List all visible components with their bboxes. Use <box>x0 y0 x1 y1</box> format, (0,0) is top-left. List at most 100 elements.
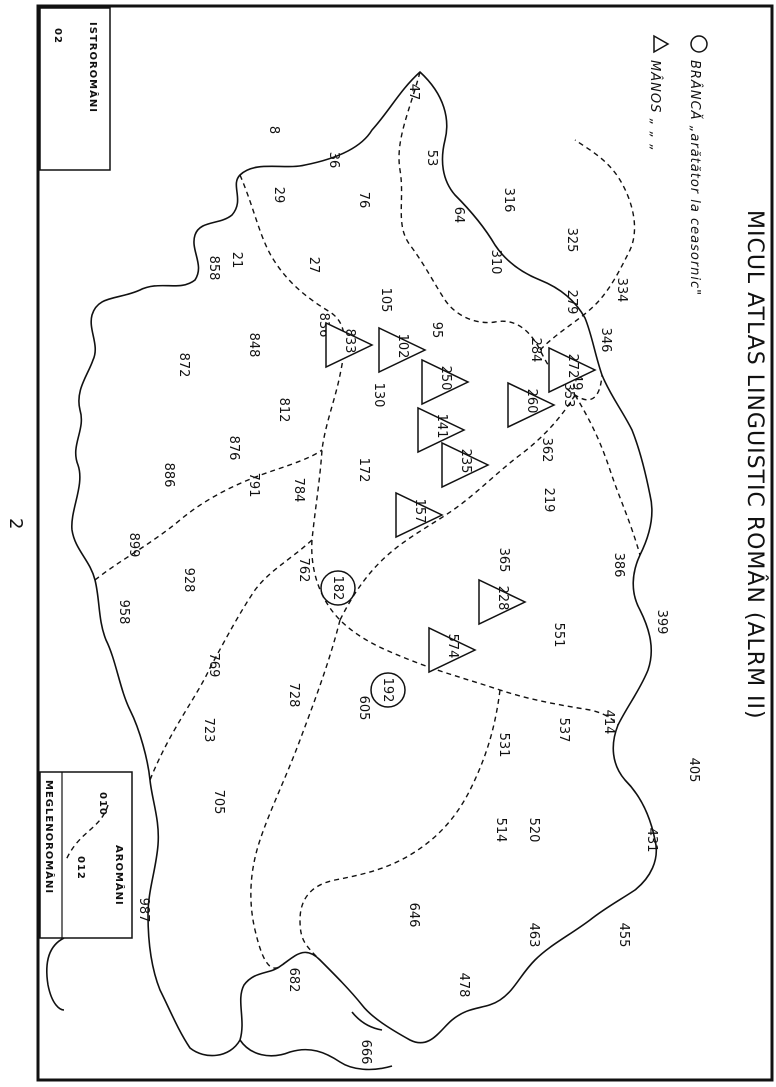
point-label-325: 325 <box>564 228 579 253</box>
point-label-399: 399 <box>654 610 669 635</box>
inset-coast <box>46 937 65 1011</box>
point-label-310: 310 <box>488 250 503 275</box>
point-label-705: 705 <box>211 790 226 815</box>
point-label-53: 53 <box>424 150 439 167</box>
point-label-551: 551 <box>551 623 566 648</box>
point-label-334: 334 <box>614 278 629 303</box>
point-label-605: 605 <box>356 696 371 721</box>
triangle-label-141: 141 <box>434 414 449 439</box>
circle-label-192: 192 <box>380 678 395 703</box>
point-label-431: 431 <box>644 828 659 853</box>
point-label-682: 682 <box>286 968 301 993</box>
point-label-646: 646 <box>406 903 421 928</box>
triangle-marker-260 <box>507 381 556 429</box>
legend-triangle-icon <box>653 34 670 54</box>
point-label-762: 762 <box>296 558 311 583</box>
circle-markers: 182 192 <box>320 570 406 708</box>
point-label-478: 478 <box>456 973 471 998</box>
triangle-marker-141 <box>417 406 466 454</box>
point-label-531: 531 <box>496 733 511 758</box>
point-label-362: 362 <box>539 438 554 463</box>
region-border-7 <box>539 139 636 351</box>
triangle-label-228: 228 <box>495 586 510 611</box>
point-label-36: 36 <box>326 152 341 169</box>
triangle-label-235: 235 <box>458 449 473 474</box>
point-label-219: 219 <box>541 488 556 513</box>
point-label-8: 8 <box>266 126 281 134</box>
point-label-666: 666 <box>358 1040 373 1065</box>
triangle-label-833: 833 <box>342 329 357 354</box>
point-label-987: 987 <box>136 898 151 923</box>
point-label-95: 95 <box>429 322 444 339</box>
point-label-514: 514 <box>493 818 508 843</box>
region-border-5 <box>250 619 341 969</box>
point-label-858: 858 <box>206 256 221 281</box>
point-label-47: 47 <box>406 84 421 101</box>
inset-arom-point-1: 010 <box>97 792 108 816</box>
map-title: MICUL ATLAS LINGUISTIC ROMÂN (ALRM II) <box>742 210 768 720</box>
point-label-876: 876 <box>226 436 241 461</box>
points-layer: 4753316325334346349353362365386399405431… <box>116 84 701 1065</box>
point-label-21: 21 <box>229 252 244 269</box>
triangle-marker-272 <box>548 346 597 394</box>
point-label-537: 537 <box>556 718 571 743</box>
point-label-105: 105 <box>378 288 393 313</box>
region-border-4 <box>149 539 313 781</box>
point-label-365: 365 <box>496 548 511 573</box>
point-label-958: 958 <box>116 600 131 625</box>
point-label-130: 130 <box>371 383 386 408</box>
legend-circle-icon <box>690 35 708 53</box>
point-label-64: 64 <box>451 207 466 224</box>
point-label-172: 172 <box>356 458 371 483</box>
triangle-marker-833 <box>325 321 374 369</box>
circle-marker-192 <box>370 672 406 708</box>
point-label-316: 316 <box>501 188 516 213</box>
point-label-29: 29 <box>271 187 286 204</box>
region-border-2 <box>239 174 619 726</box>
point-label-791: 791 <box>246 473 261 498</box>
point-label-784: 784 <box>291 478 306 503</box>
point-label-728: 728 <box>286 683 301 708</box>
triangle-label-260: 260 <box>524 389 539 414</box>
point-label-27: 27 <box>306 257 321 274</box>
point-label-872: 872 <box>176 353 191 378</box>
point-label-353: 353 <box>561 383 576 408</box>
inset-aromani: MEGLENOROMÂNI AROMÂNI 010 012 <box>39 771 133 1011</box>
triangle-label-250: 250 <box>438 366 453 391</box>
inset-istro-name: ISTROROMÂNI <box>87 22 100 113</box>
inset-arom-name: AROMÂNI <box>113 845 126 906</box>
point-label-886: 886 <box>161 463 176 488</box>
triangle-label-102: 102 <box>395 334 410 359</box>
inset-istroromani: ISTROROMÂNI 02 <box>39 7 111 171</box>
point-label-463: 463 <box>526 923 541 948</box>
inset-megleno-name: MEGLENOROMÂNI <box>43 780 56 894</box>
point-label-769: 769 <box>206 653 221 678</box>
circle-marker-182 <box>320 570 356 606</box>
circle-label-182: 182 <box>330 576 345 601</box>
inset-arom-box <box>39 771 133 939</box>
triangle-marker-250 <box>421 358 470 406</box>
map-frame <box>36 4 774 1082</box>
legend-label-triangle: MÂNOS „ „ „ <box>647 60 663 152</box>
point-label-284: 284 <box>528 338 543 363</box>
region-border-1 <box>398 71 603 401</box>
inset-istro-box <box>39 7 111 171</box>
point-label-279: 279 <box>564 290 579 315</box>
region-border-8 <box>574 394 641 556</box>
triangle-marker-235 <box>441 441 490 489</box>
point-label-520: 520 <box>526 818 541 843</box>
point-label-346: 346 <box>598 328 613 353</box>
point-label-928: 928 <box>181 568 196 593</box>
triangle-marker-157 <box>395 491 444 539</box>
legend-label-circle: BRÂNCĂ „arătător la ceasornic" <box>687 60 703 296</box>
point-label-405: 405 <box>686 758 701 783</box>
point-label-414: 414 <box>601 710 616 735</box>
region-border-6 <box>299 689 501 961</box>
point-label-723: 723 <box>201 718 216 743</box>
triangle-label-574: 574 <box>445 634 460 659</box>
inset-istro-point: 02 <box>52 28 63 44</box>
legend: BRÂNCĂ „arătător la ceasornic" MÂNOS „ „… <box>647 34 708 296</box>
point-label-386: 386 <box>611 553 626 578</box>
